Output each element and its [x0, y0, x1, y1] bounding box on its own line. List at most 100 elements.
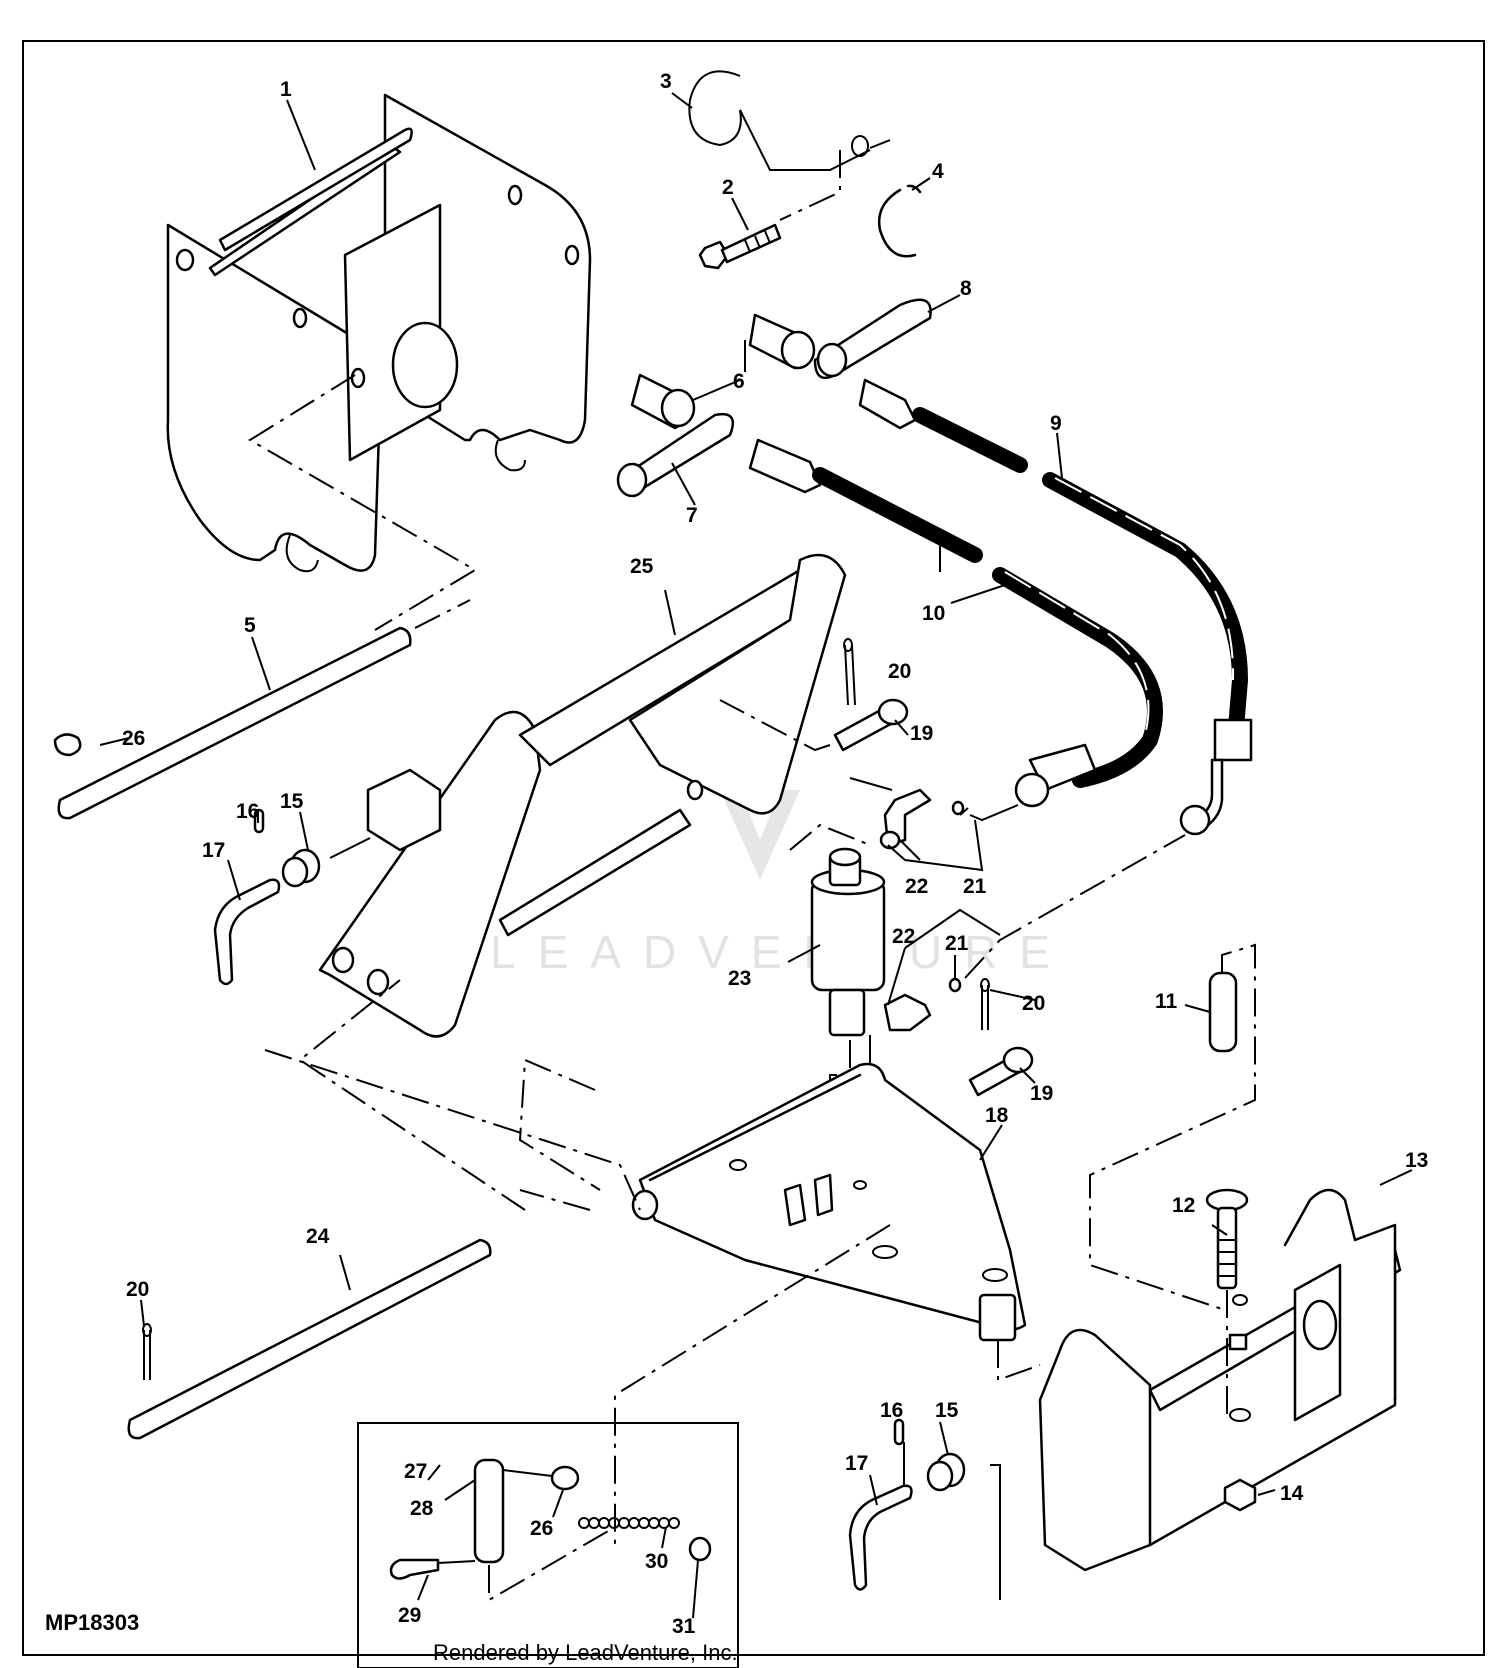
- part-10-hydraulic-hose[interactable]: [748, 438, 1163, 808]
- part-9-hydraulic-hose[interactable]: [858, 378, 1253, 836]
- assembly-line: [779, 139, 891, 221]
- callout-2[interactable]: 2: [722, 176, 734, 199]
- part-13-hitch-bracket[interactable]: [1038, 1188, 1402, 1572]
- callout-15-right[interactable]: 15: [935, 1399, 959, 1422]
- part-21-o-ring-upper[interactable]: [951, 800, 965, 816]
- part-28-storage-pin[interactable]: [473, 1458, 505, 1564]
- callout-11[interactable]: 11: [1155, 990, 1178, 1013]
- callout-26-main[interactable]: 26: [122, 727, 145, 750]
- part-4-snap-ring[interactable]: [877, 184, 922, 258]
- part-6-coupler-fittings[interactable]: [630, 313, 816, 430]
- part-1-mounting-frame[interactable]: [166, 93, 592, 573]
- callout-29[interactable]: 29: [398, 1604, 421, 1627]
- assembly-line: [329, 837, 371, 859]
- part-15-spring-right[interactable]: [926, 1452, 966, 1492]
- part-24-pivot-pin[interactable]: [127, 1238, 492, 1440]
- callout-1[interactable]: 1: [280, 78, 292, 101]
- watermark-text: LEADVENTURE: [490, 926, 1072, 978]
- part-22-elbow-fitting-lower[interactable]: [883, 993, 932, 1032]
- part-21-o-ring-lower[interactable]: [948, 977, 962, 993]
- part-31-push-nut[interactable]: [688, 1536, 712, 1562]
- assembly-line: [502, 1469, 553, 1477]
- callout-19-upper[interactable]: 19: [910, 722, 933, 745]
- part-19-clevis-pin-right[interactable]: [968, 1046, 1034, 1097]
- callout-27[interactable]: 27: [404, 1460, 427, 1483]
- part-26-push-nut[interactable]: [53, 733, 82, 757]
- part-11-pin[interactable]: [1208, 971, 1238, 1053]
- assembly-line: [437, 1560, 476, 1564]
- callout-25[interactable]: 25: [630, 555, 654, 578]
- diagram-frame: [22, 40, 1485, 1656]
- part-12-carriage-bolt[interactable]: [1205, 1188, 1249, 1290]
- watermark-v-icon: [720, 790, 800, 880]
- callout-22-lower[interactable]: 22: [892, 925, 915, 948]
- part-2-bolt[interactable]: [698, 223, 782, 270]
- callout-24[interactable]: 24: [306, 1225, 330, 1248]
- part-3-spring-locking-pin[interactable]: [688, 70, 871, 171]
- callout-21-upper[interactable]: 21: [963, 875, 987, 898]
- callout-19-right[interactable]: 19: [1030, 1082, 1053, 1105]
- assembly-line: [719, 699, 831, 752]
- callout-labels: 1 2 3 4 5 6 7 8 9 10 11 12 13 14 15 15 1…: [122, 70, 1428, 1638]
- part-17-lock-handle-right[interactable]: [848, 1484, 913, 1591]
- callout-31[interactable]: 31: [672, 1615, 696, 1638]
- part-16-spring-pin-right[interactable]: [893, 1418, 905, 1446]
- part-7-dust-cap[interactable]: [616, 412, 735, 498]
- part-25-lift-arm[interactable]: [318, 553, 847, 1038]
- part-15-spring-left[interactable]: [281, 848, 321, 888]
- assembly-line: [990, 1464, 1001, 1600]
- callout-7[interactable]: 7: [686, 504, 698, 527]
- callout-3[interactable]: 3: [660, 70, 672, 93]
- callout-15-left[interactable]: 15: [280, 790, 304, 813]
- assembly-line: [518, 1058, 601, 1191]
- callout-20-left[interactable]: 20: [126, 1278, 149, 1301]
- callout-21-lower[interactable]: 21: [945, 932, 969, 955]
- callout-16-right[interactable]: 16: [880, 1399, 903, 1422]
- part-18-lower-frame[interactable]: [631, 1062, 1027, 1342]
- part-23-hydraulic-cylinder[interactable]: [810, 847, 886, 1037]
- assembly-line: [614, 1224, 891, 1550]
- callout-30[interactable]: 30: [645, 1550, 668, 1573]
- assembly-line: [264, 1049, 641, 1211]
- callout-8[interactable]: 8: [960, 277, 972, 300]
- assembly-line: [488, 1529, 611, 1602]
- assembly-line: [964, 834, 1186, 979]
- render-credit: Rendered by LeadVenture, Inc.: [433, 1640, 738, 1665]
- callout-20-right[interactable]: 20: [1022, 992, 1045, 1015]
- part-26-push-nut-inset[interactable]: [550, 1465, 580, 1491]
- part-20-cotter-pin-right[interactable]: [980, 978, 990, 1030]
- part-5-pivot-pin[interactable]: [57, 626, 412, 820]
- part-30-bead-chain[interactable]: [578, 1517, 680, 1529]
- part-19-clevis-pin-upper[interactable]: [833, 698, 909, 752]
- part-8-dust-cap[interactable]: [813, 298, 932, 380]
- callout-12[interactable]: 12: [1172, 1194, 1195, 1217]
- callout-20-upper[interactable]: 20: [888, 660, 911, 683]
- callout-17-left[interactable]: 17: [202, 839, 225, 862]
- assembly-line: [414, 599, 471, 629]
- part-20-cotter-pin-left[interactable]: [142, 1323, 152, 1380]
- callout-23[interactable]: 23: [728, 967, 751, 990]
- assembly-line: [298, 979, 526, 1211]
- part-14-lock-nut[interactable]: [1223, 1478, 1257, 1512]
- callout-17-right[interactable]: 17: [845, 1452, 868, 1475]
- callout-14[interactable]: 14: [1280, 1482, 1304, 1505]
- callout-22-upper[interactable]: 22: [905, 875, 928, 898]
- part-17-lock-handle-left[interactable]: [213, 878, 281, 986]
- callout-13[interactable]: 13: [1405, 1149, 1428, 1172]
- part-22-elbow-fitting-upper[interactable]: [879, 788, 932, 850]
- callout-5[interactable]: 5: [244, 614, 256, 637]
- callout-28[interactable]: 28: [410, 1497, 434, 1520]
- callout-16-left[interactable]: 16: [236, 800, 259, 823]
- figure-id: MP18303: [45, 1610, 139, 1635]
- leader-lines: [99, 92, 1413, 1619]
- part-20-cotter-pin-upper[interactable]: [843, 638, 856, 706]
- assembly-line: [997, 1340, 1041, 1382]
- callout-9[interactable]: 9: [1050, 412, 1062, 435]
- callout-10[interactable]: 10: [922, 602, 945, 625]
- callout-4[interactable]: 4: [932, 160, 944, 183]
- part-29-hair-pin[interactable]: [389, 1558, 440, 1580]
- callout-18[interactable]: 18: [985, 1104, 1009, 1127]
- callout-6[interactable]: 6: [733, 370, 745, 393]
- callout-26-inset[interactable]: 26: [530, 1517, 553, 1540]
